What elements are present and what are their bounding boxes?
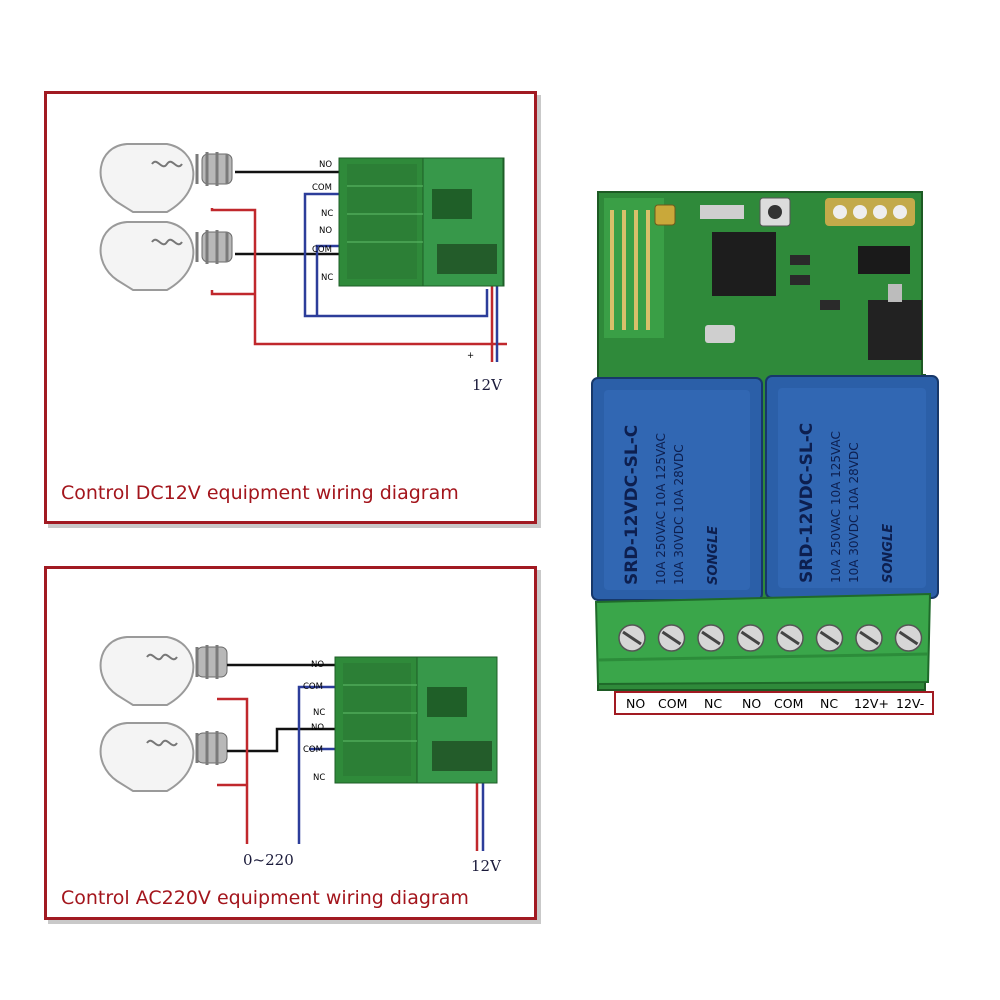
terminal-label: 12V-: [896, 696, 925, 711]
ac-terminal-label: NO: [311, 660, 324, 670]
terminal-screw-slot: [898, 630, 919, 646]
dc-mini-module: [338, 157, 505, 287]
dc-wiring-panel: NO COM NC NO COM NC + 12V Control DC12V …: [44, 91, 537, 524]
relay-2: SRD-12VDC-SL-C 10A 250VAC 10A 125VAC 10A…: [765, 375, 939, 599]
dc-supply-label: 12V: [472, 376, 503, 394]
terminal-label: NO: [626, 696, 646, 711]
terminal-screw: [618, 624, 646, 652]
terminal-label: NC: [704, 696, 723, 711]
terminal-screw: [736, 624, 765, 652]
dc-diagram-caption: Control DC12V equipment wiring diagram: [61, 482, 459, 504]
terminal-screw-slot: [622, 630, 642, 646]
terminal-screw: [657, 624, 686, 652]
dc-terminal-label: NC: [321, 209, 333, 219]
ac-terminal-label: COM: [303, 682, 323, 692]
relay-2-model: SRD-12VDC-SL-C: [797, 423, 817, 583]
dc-wiring-illustration: NO COM NC NO COM NC + 12V: [99, 143, 507, 394]
terminal-screw: [776, 624, 804, 652]
relay-2-rating-2: 10A 30VDC 10A 28VDC: [847, 442, 861, 583]
ac-terminal-label: NC: [313, 708, 325, 718]
terminal-screw-slot: [701, 630, 721, 646]
ac-supply-label: 12V: [471, 857, 502, 875]
terminal-label: NO: [742, 696, 762, 711]
terminal-screw-slot: [740, 630, 761, 646]
dc-terminal-label: NO: [319, 160, 332, 170]
terminal-block: [594, 592, 932, 686]
terminal-label: 12V+: [854, 696, 889, 711]
ac-terminal-label: NC: [313, 773, 325, 783]
dc-plus-mark: +: [467, 351, 474, 361]
dc-terminal-label: NC: [321, 273, 333, 283]
dc-terminal-label: NO: [319, 226, 332, 236]
dc-terminal-label: COM: [312, 245, 332, 255]
terminal-screw-slot: [661, 630, 682, 646]
relay-2-rating-1: 10A 250VAC 10A 125VAC: [829, 431, 843, 583]
terminal-label: COM: [774, 696, 804, 711]
ac-wires: [217, 663, 485, 851]
relay-1-model: SRD-12VDC-SL-C: [622, 425, 642, 585]
bulb-1-icon: [99, 143, 233, 213]
relay-2-brand: SONGLE: [881, 524, 896, 583]
terminal-screw: [697, 624, 725, 652]
bulb-1-icon: [99, 636, 228, 706]
ac-mini-module: [334, 656, 498, 784]
ac-wiring-panel: NO COM NC NO COM NC 0~220 12V Control AC…: [44, 566, 537, 920]
terminal-label: COM: [658, 696, 688, 711]
terminal-screw: [815, 624, 844, 652]
terminal-label: NC: [820, 696, 839, 711]
dc-wires: [210, 170, 507, 362]
ac-diagram-caption: Control AC220V equipment wiring diagram: [61, 887, 469, 909]
ac-mains-label: 0~220: [243, 851, 294, 869]
ac-wiring-illustration: NO COM NC NO COM NC 0~220 12V: [99, 636, 502, 875]
dc-terminal-label: COM: [312, 183, 332, 193]
module-pcb: [597, 191, 926, 691]
terminal-screw: [855, 624, 883, 652]
module-terminal-labels: NO COM NC NO COM NC 12V+ 12V-: [614, 691, 934, 715]
ac-terminal-label: NO: [311, 723, 324, 733]
terminal-screw-slot: [780, 630, 800, 646]
relay-1-brand: SONGLE: [706, 526, 721, 585]
relay-1-rating-1: 10A 250VAC 10A 125VAC: [654, 433, 668, 585]
relay-1-rating-2: 10A 30VDC 10A 28VDC: [672, 444, 686, 585]
terminal-screw-slot: [859, 630, 879, 646]
terminal-screw: [894, 624, 923, 652]
terminal-screw-slot: [819, 630, 840, 646]
ac-terminal-label: COM: [303, 745, 323, 755]
relay-1: SRD-12VDC-SL-C 10A 250VAC 10A 125VAC 10A…: [591, 377, 763, 601]
bulb-2-icon: [99, 722, 228, 792]
bulb-2-icon: [99, 221, 233, 291]
